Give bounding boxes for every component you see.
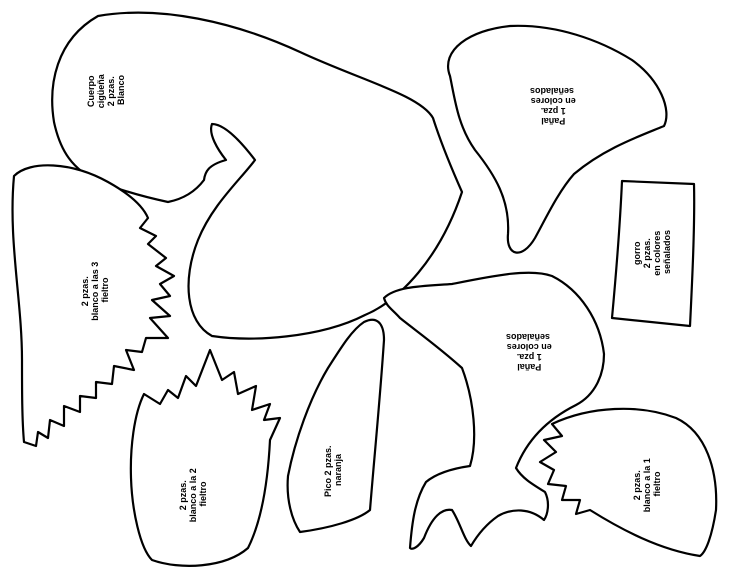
wing-large-line-3: fieltro [100,277,110,303]
body-label-line-3: 2 pzas. [106,76,116,106]
svg-text:gorro 2 pzas. en c: gorro 2 pzas. en colores señalados [632,228,672,276]
wing-large-piece: 2 pzas. blanco a las 3 fieltro [11,164,176,448]
svg-text:Pañal 1 pza. en co: Pañal 1 pza. en colores señalados [528,86,576,126]
hat-piece: gorro 2 pzas. en colores señalados [610,179,696,328]
beak-piece: Pico 2 pzas. naranja [286,318,386,534]
svg-text:2 pzas. blanco a la 2: 2 pzas. blanco a la 2 fieltro [178,466,208,523]
wing-medium-line-2: blanco a la 2 [188,468,198,522]
wing-small-line-1: 2 pzas. [632,470,642,500]
diaper-bottom-line-4: señalados [506,332,550,342]
svg-text:Pico 2 pzas. naranja: Pico 2 pzas. naranja [323,443,343,497]
hat-line-3: en colores [652,231,662,276]
wing-small-piece: 2 pzas. blanco a la 1 fieltro [538,407,718,558]
body-label-line-1: Cuerpo [86,75,96,107]
diaper-top-line-2: 1 pza. [541,106,566,116]
wing-large-line-2: blanco a las 3 [90,262,100,321]
hat-line-4: señalados [662,230,672,274]
svg-text:Pañal 1 pza. en co: Pañal 1 pza. en colores señalados [504,332,552,372]
wing-small-line-2: blanco a la 1 [642,458,652,512]
svg-text:2 pzas. blanco a las 3: 2 pzas. blanco a las 3 fieltro [80,259,110,321]
diaper-bottom-piece: Pañal 1 pza. en colores señalados [382,271,606,550]
diaper-bottom-line-2: 1 pza. [517,352,542,362]
diaper-bottom-line-1: Pañal [517,362,541,372]
hat-line-2: 2 pzas. [642,238,652,268]
wing-medium-line-1: 2 pzas. [178,480,188,510]
svg-text:Cuerpo cigüeña 2 p: Cuerpo cigüeña 2 pzas. Blanco [86,72,126,109]
diaper-bottom-line-3: en colores [507,342,552,352]
wing-small-line-3: fieltro [652,471,662,497]
beak-line-1: Pico 2 pzas. [323,445,333,497]
diaper-top-line-3: en colores [531,96,576,106]
svg-text:2 pzas. blanco a la 1: 2 pzas. blanco a la 1 fieltro [632,456,662,513]
wing-medium-line-3: fieltro [198,481,208,507]
diaper-top-line-4: señalados [530,86,574,96]
diaper-top-line-1: Pañal [541,116,565,126]
hat-line-1: gorro [632,241,642,265]
wing-large-line-1: 2 pzas. [80,276,90,306]
body-label-line-4: Blanco [116,74,126,105]
diaper-top-piece: Pañal 1 pza. en colores señalados [447,24,668,254]
beak-line-2: naranja [333,453,343,486]
body-label-line-2: cigüeña [96,73,106,108]
wing-medium-piece: 2 pzas. blanco a la 2 fieltro [129,348,282,567]
